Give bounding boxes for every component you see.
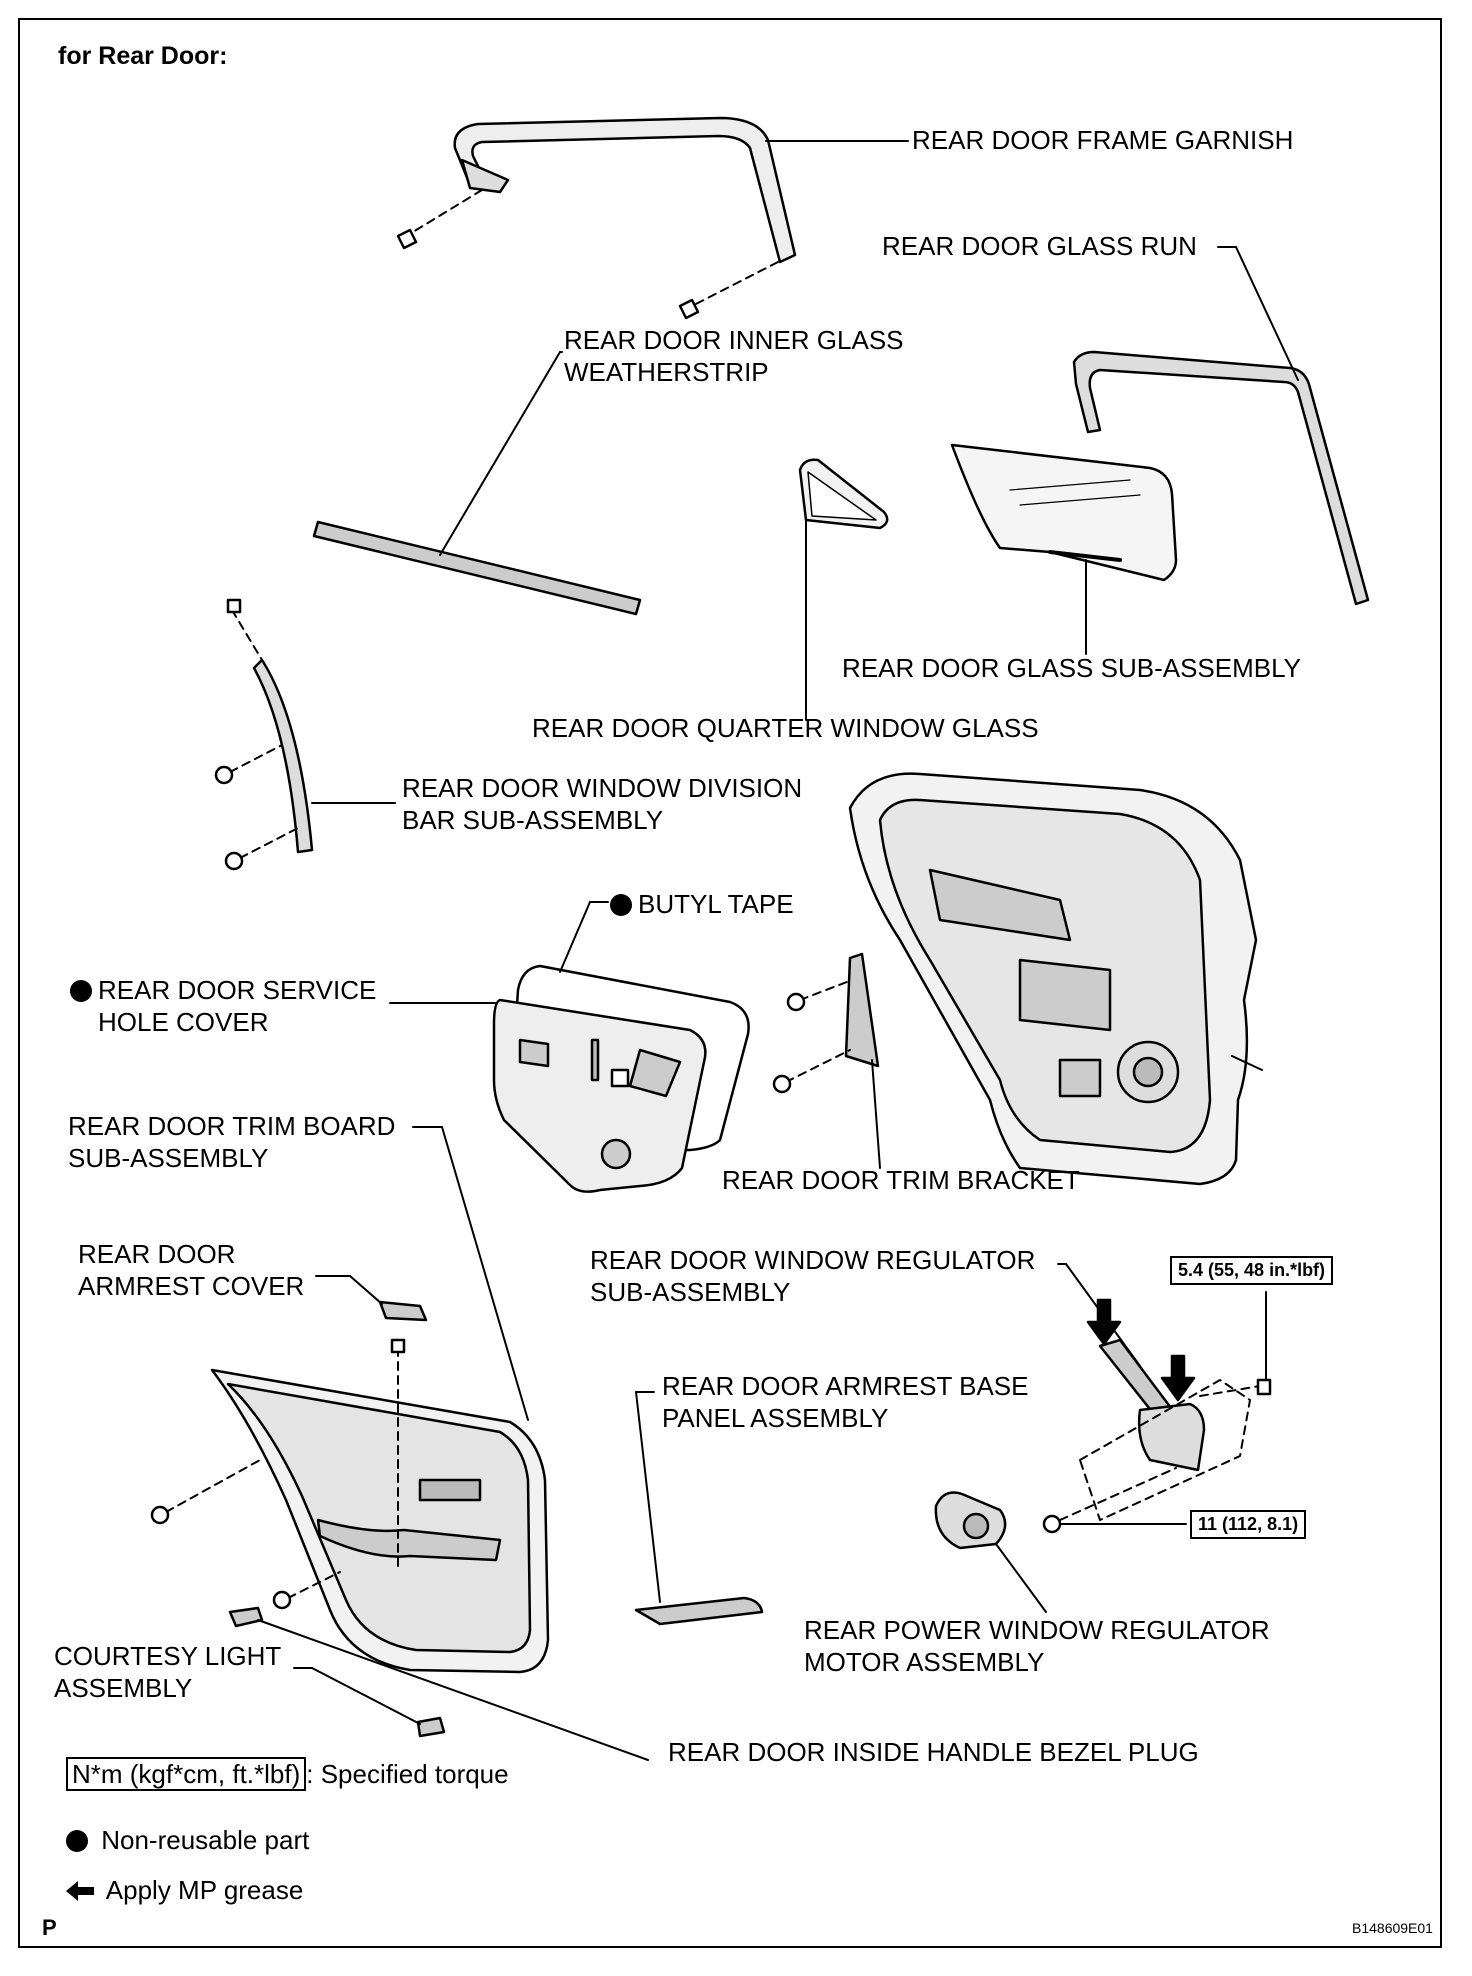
legend-mp-grease: Apply MP grease [66,1874,303,1906]
non-reusable-dot-icon [70,980,92,1002]
label-window-regulator-2: SUB-ASSEMBLY [590,1277,791,1307]
regulator-motor-part [934,1491,1047,1613]
label-service-hole-cover-text: REAR DOOR SERVICE [98,975,377,1005]
label-inner-weatherstrip-2: WEATHERSTRIP [564,357,769,387]
label-frame-garnish: REAR DOOR FRAME GARNISH [912,125,1294,155]
label-trim-board-2: SUB-ASSEMBLY [68,1143,269,1173]
label-trim-board-1: REAR DOOR TRIM BOARD [68,1111,396,1141]
frame-garnish-part [396,116,909,320]
division-bar-part [214,598,396,871]
label-window-regulator-1: REAR DOOR WINDOW REGULATOR [590,1245,1036,1275]
diagram-frame [18,18,1442,1948]
label-inside-handle-plug: REAR DOOR INSIDE HANDLE BEZEL PLUG [668,1737,1199,1767]
glass-run-part [1072,246,1370,606]
label-trim-bracket: REAR DOOR TRIM BRACKET [722,1165,1080,1195]
window-regulator-part [1042,1263,1272,1534]
label-division-bar-1: REAR DOOR WINDOW DIVISION [402,773,803,803]
label-courtesy-light-1: COURTESY LIGHT [54,1641,282,1671]
non-reusable-dot-icon [610,894,632,916]
label-courtesy-light-2: ASSEMBLY [54,1673,193,1703]
label-regulator-motor-2: MOTOR ASSEMBLY [804,1647,1045,1677]
torque-spec-lower: 11 (112, 8.1) [1190,1510,1307,1539]
page-letter: P [42,1915,57,1940]
inner-glass-weatherstrip-part [312,351,642,616]
label-regulator-motor-1: REAR POWER WINDOW REGULATOR [804,1615,1270,1645]
label-service-hole-cover-1: REAR DOOR SERVICE [70,974,376,1006]
label-glass-sub-assembly: REAR DOOR GLASS SUB-ASSEMBLY [842,653,1301,683]
label-armrest-cover-1: REAR DOOR [78,1239,236,1269]
service-hole-cover-part [389,901,750,1193]
label-armrest-cover-2: ARMREST COVER [78,1271,305,1301]
figure-code: B148609E01 [1352,1920,1433,1936]
glass-sub-assembly-part [950,443,1178,655]
non-reusable-dot-icon [66,1830,88,1852]
label-butyl-tape-text: BUTYL TAPE [638,889,794,919]
trim-bracket-part [772,952,881,1169]
label-butyl-tape: BUTYL TAPE [610,888,794,920]
quarter-window-glass-part [798,458,889,721]
armrest-base-panel-part [634,1391,764,1626]
legend-non-reusable: Non-reusable part [66,1824,309,1856]
legend-torque: N*m (kgf*cm, ft.*lbf): Specified torque [66,1757,509,1791]
label-armrest-base-1: REAR DOOR ARMREST BASE [662,1371,1029,1401]
legend-torque-text: : Specified torque [306,1759,509,1789]
trim-board-part [150,1126,550,1674]
legend-mp-grease-text: Apply MP grease [105,1875,304,1905]
torque-spec-upper: 5.4 (55, 48 in.*lbf) [1170,1256,1334,1285]
label-inner-weatherstrip-1: REAR DOOR INNER GLASS [564,325,904,355]
inside-handle-bezel-plug-part [228,1606,649,1761]
rear-door-panel-part [848,772,1263,1186]
legend-non-reusable-text: Non-reusable part [101,1825,310,1855]
armrest-cover-part [315,1275,428,1322]
diagram-title: for Rear Door: [58,42,228,70]
mp-grease-arrow-icon [66,1881,94,1901]
label-division-bar-2: BAR SUB-ASSEMBLY [402,805,664,835]
label-armrest-base-2: PANEL ASSEMBLY [662,1403,889,1433]
label-quarter-window-glass: REAR DOOR QUARTER WINDOW GLASS [532,713,1039,743]
courtesy-light-part [293,1667,446,1738]
legend-torque-box: N*m (kgf*cm, ft.*lbf) [66,1757,307,1791]
label-service-hole-cover-2: HOLE COVER [98,1007,269,1037]
label-glass-run: REAR DOOR GLASS RUN [882,231,1197,261]
